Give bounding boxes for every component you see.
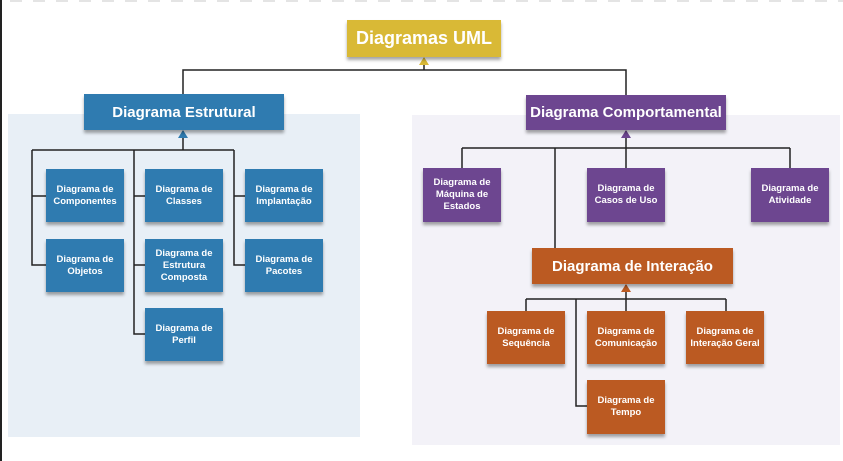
- connector-root: [182, 58, 627, 95]
- interaction-child-node[interactable]: Diagrama de Tempo: [587, 380, 665, 434]
- node-label: Diagrama de Comunicação: [594, 325, 658, 349]
- node-label: Diagrama de Componentes: [53, 183, 117, 207]
- structural-child-node[interactable]: Diagrama de Estrutura Composta: [145, 239, 223, 292]
- root-node[interactable]: Diagramas UML: [347, 20, 501, 57]
- interaction-node[interactable]: Diagrama de Interação: [532, 248, 733, 284]
- structural-child-node[interactable]: Diagrama de Perfil: [145, 308, 223, 361]
- node-label: Diagrama de Casos de Uso: [594, 183, 658, 206]
- node-label: Diagrama de Pacotes: [255, 253, 313, 277]
- behavioral-node[interactable]: Diagrama Comportamental: [526, 95, 726, 130]
- node-label: Diagrama de Objetos: [56, 253, 114, 277]
- behavioral-label: Diagrama Comportamental: [530, 104, 722, 121]
- structural-child-node[interactable]: Diagrama de Implantação: [245, 169, 323, 222]
- arrow-structural-icon: [178, 130, 188, 138]
- left-border: [0, 0, 2, 461]
- connector-interaction: [525, 285, 727, 407]
- node-label: Diagrama de Interação Geral: [690, 325, 760, 349]
- node-label: Diagrama de Sequência: [497, 325, 555, 349]
- node-label: Diagrama de Máquina de Estados: [433, 177, 491, 212]
- node-label: Diagrama de Atividade: [761, 183, 819, 206]
- node-label: Diagrama de Classes: [155, 183, 213, 207]
- connector-behavioral: [461, 131, 791, 248]
- arrow-root-icon: [419, 57, 429, 65]
- node-label: Diagrama de Implantação: [255, 183, 313, 207]
- node-label: Diagrama de Tempo: [597, 395, 655, 418]
- interaction-child-node[interactable]: Diagrama de Sequência: [487, 311, 565, 364]
- interaction-label: Diagrama de Interação: [552, 257, 713, 275]
- structural-node[interactable]: Diagrama Estrutural: [84, 94, 284, 130]
- interaction-child-node[interactable]: Diagrama de Interação Geral: [686, 311, 764, 364]
- interaction-child-node[interactable]: Diagrama de Comunicação: [587, 311, 665, 364]
- node-label: Diagrama de Perfil: [155, 322, 213, 346]
- connector-structural: [31, 131, 245, 335]
- arrow-behavioral-icon: [621, 130, 631, 138]
- node-label: Diagrama de Estrutura Composta: [155, 247, 213, 283]
- structural-label: Diagrama Estrutural: [112, 103, 256, 121]
- structural-child-node[interactable]: Diagrama de Pacotes: [245, 239, 323, 292]
- structural-child-node[interactable]: Diagrama de Classes: [145, 169, 223, 222]
- arrow-interaction-icon: [621, 284, 631, 292]
- behavioral-child-node[interactable]: Diagrama de Máquina de Estados: [423, 168, 501, 222]
- behavioral-child-node[interactable]: Diagrama de Atividade: [751, 168, 829, 222]
- root-label: Diagramas UML: [355, 28, 493, 48]
- behavioral-child-node[interactable]: Diagrama de Casos de Uso: [587, 168, 665, 222]
- structural-child-node[interactable]: Diagrama de Objetos: [46, 239, 124, 292]
- top-dashed-border: [10, 0, 843, 2]
- structural-child-node[interactable]: Diagrama de Componentes: [46, 169, 124, 222]
